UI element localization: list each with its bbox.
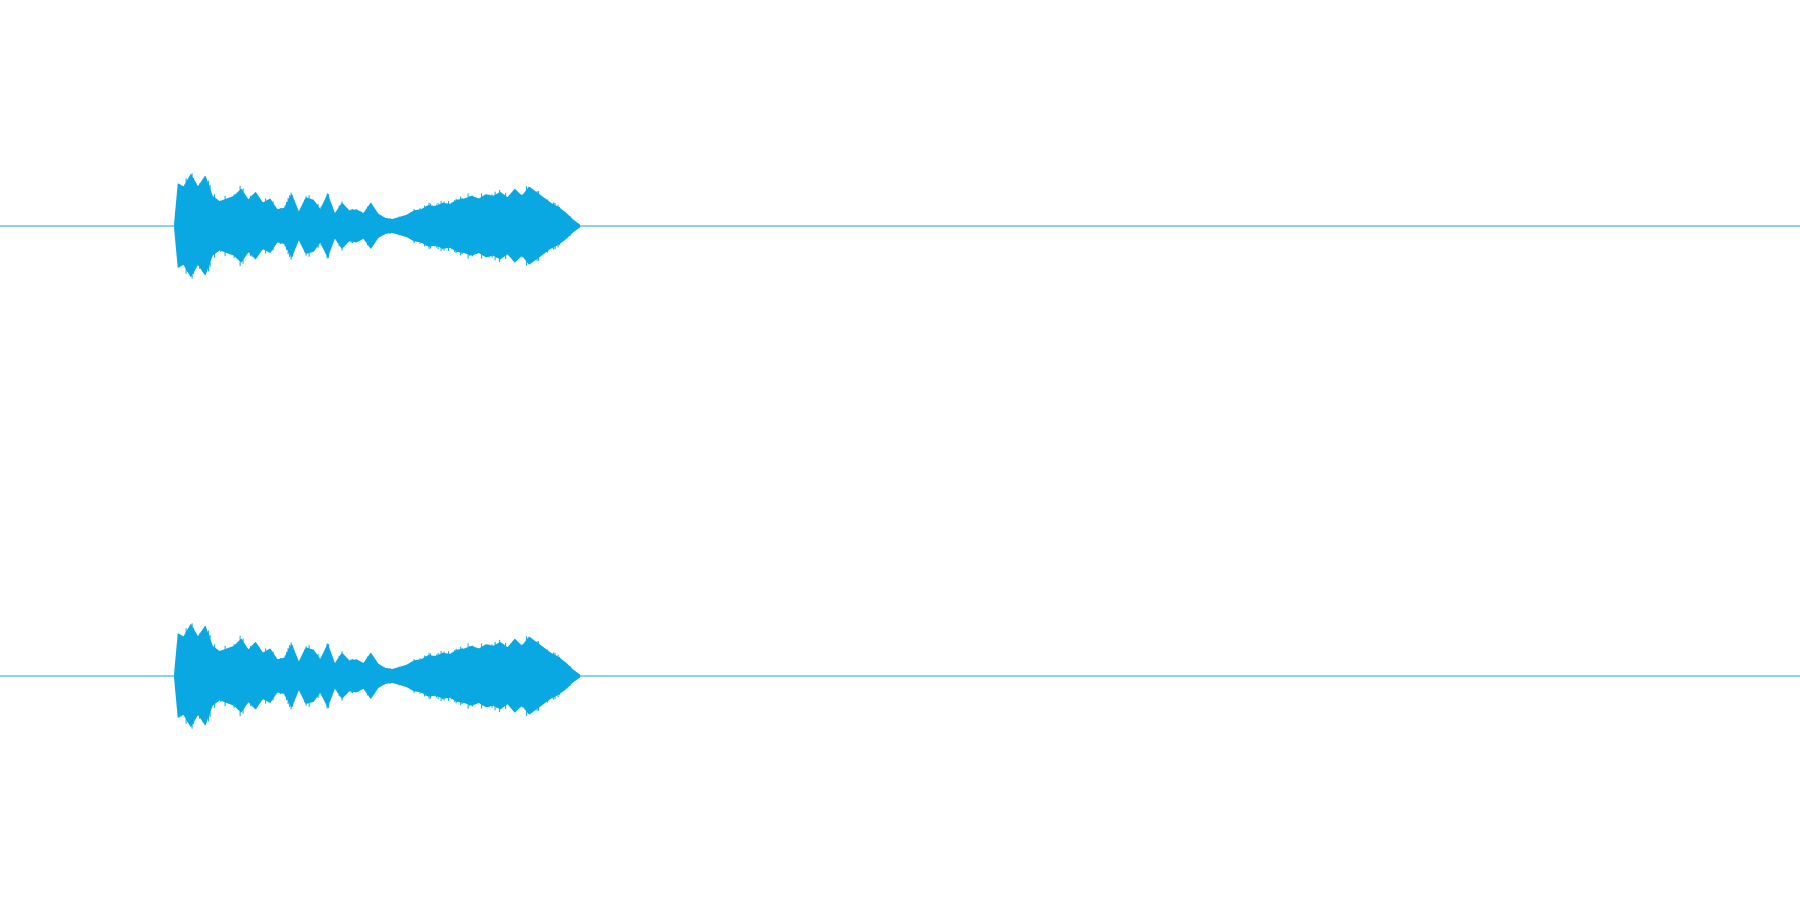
channel-2-lane: [0, 623, 1800, 729]
channel-1-waveform-detail: [175, 173, 579, 279]
waveform-channels: [0, 173, 1800, 729]
channel-1-lane: [0, 173, 1800, 279]
channel-2-waveform-detail: [175, 623, 579, 729]
